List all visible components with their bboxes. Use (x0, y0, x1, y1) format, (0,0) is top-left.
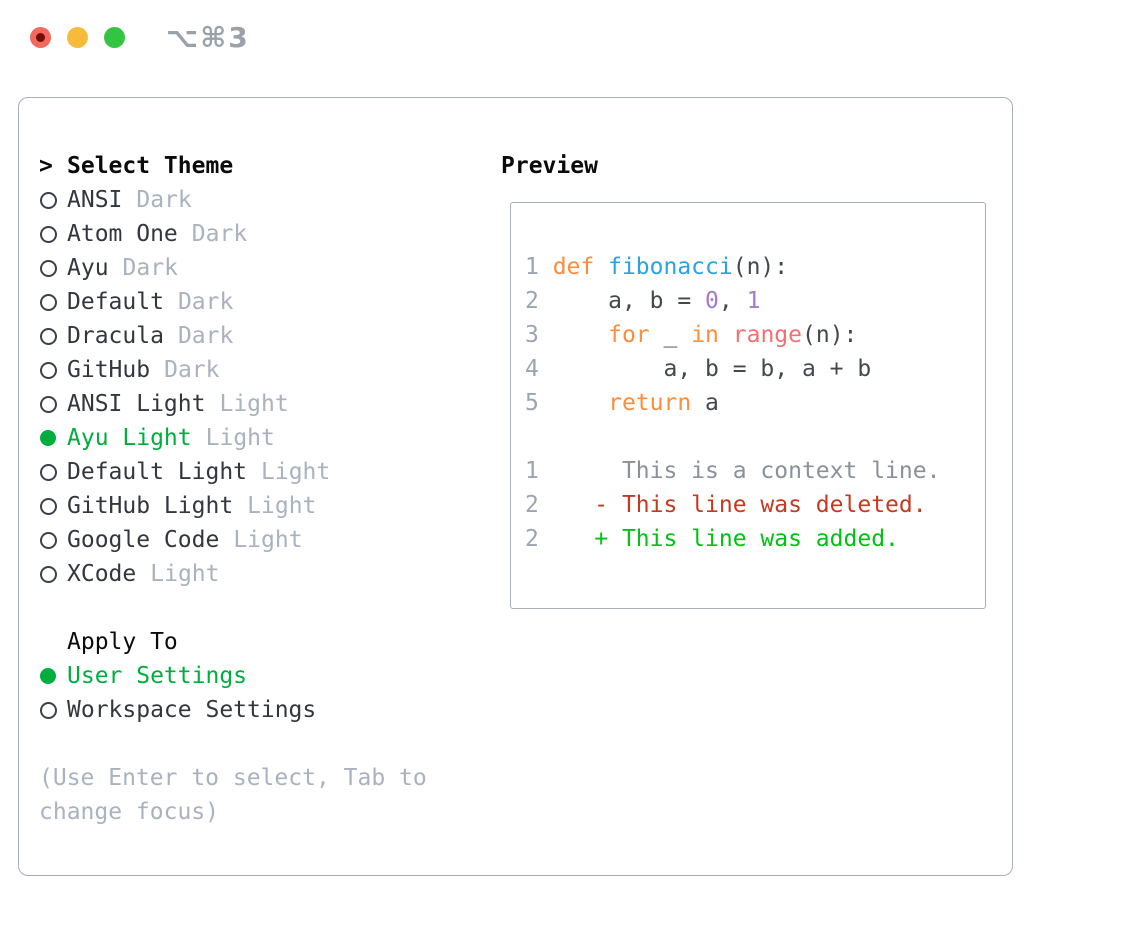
radio-icon (39, 327, 67, 345)
radio-icon (39, 497, 67, 515)
theme-option-ayu-light[interactable]: Ayu Light Light (39, 421, 459, 455)
window-controls (30, 27, 125, 48)
apply-option-workspace-settings[interactable]: Workspace Settings (39, 693, 459, 727)
select-theme-title: Select Theme (67, 153, 234, 179)
code-line: 1 def fibonacci(n): (525, 254, 789, 280)
radio-icon (39, 225, 67, 243)
line-number: 2 (525, 288, 553, 314)
cursor-arrow-icon: > (39, 153, 53, 179)
theme-variant-badge: Light (219, 391, 289, 417)
line-number: 1 (525, 458, 553, 484)
radio-icon (39, 361, 67, 379)
apply-option-label: Workspace Settings (67, 697, 317, 723)
code-preview: 1 def fibonacci(n): 2 a, b = 0, 1 3 for _ … (525, 250, 985, 420)
apply-option-user-settings[interactable]: User Settings (39, 659, 459, 693)
theme-option-google-code[interactable]: Google Code Light (39, 523, 459, 557)
code-line: 3 for _ in range(n): (525, 322, 858, 348)
theme-option-default-light[interactable]: Default Light Light (39, 455, 459, 489)
theme-option-github-light[interactable]: GitHub Light Light (39, 489, 459, 523)
preview-box: 1 def fibonacci(n): 2 a, b = 0, 1 3 for _ … (510, 202, 986, 609)
apply-to-header: Apply To (39, 625, 459, 659)
apply-option-label: User Settings (67, 663, 248, 689)
theme-option-xcode[interactable]: XCode Light (39, 557, 459, 591)
preview-header: Preview (501, 153, 598, 179)
theme-option-atom-one[interactable]: Atom One Dark (39, 217, 459, 251)
radio-icon (39, 395, 67, 413)
line-number: 1 (525, 254, 553, 280)
theme-variant-badge: Light (247, 493, 317, 519)
theme-name: Default Light (67, 459, 248, 485)
radio-icon (39, 293, 67, 311)
theme-variant-badge: Dark (191, 221, 248, 247)
theme-name: Atom One (67, 221, 178, 247)
radio-icon (39, 463, 67, 481)
diff-line: 1 This is a context line. (525, 458, 941, 484)
theme-variant-badge: Dark (177, 323, 234, 349)
theme-option-default[interactable]: Default Dark (39, 285, 459, 319)
theme-option-dracula[interactable]: Dracula Dark (39, 319, 459, 353)
line-number: 2 (525, 492, 553, 518)
theme-name: XCode (67, 561, 137, 587)
theme-variant-badge: Light (150, 561, 220, 587)
diff-line: 2 + This line was added. (525, 526, 899, 552)
theme-name: ANSI (67, 187, 123, 213)
theme-option-ayu[interactable]: Ayu Dark (39, 251, 459, 285)
spacer (525, 420, 985, 454)
zoom-button[interactable] (104, 27, 125, 48)
theme-option-github[interactable]: GitHub Dark (39, 353, 459, 387)
theme-name: ANSI Light (67, 391, 206, 417)
theme-name: GitHub Light (67, 493, 234, 519)
theme-option-ansi[interactable]: ANSI Dark (39, 183, 459, 217)
line-number: 2 (525, 526, 553, 552)
theme-variant-badge: Light (261, 459, 331, 485)
theme-name: Google Code (67, 527, 220, 553)
radio-icon (39, 565, 67, 583)
line-number: 3 (525, 322, 553, 348)
window-title: ⌥⌘3 (166, 21, 250, 54)
radio-icon (39, 191, 67, 209)
minimize-button[interactable] (67, 27, 88, 48)
radio-icon (39, 531, 67, 549)
line-number: 5 (525, 390, 553, 416)
line-number: 4 (525, 356, 553, 382)
diff-preview: 1 This is a context line. 2 - This line w… (525, 454, 985, 556)
close-button[interactable] (30, 27, 51, 48)
radio-icon (39, 701, 67, 719)
code-line: 4 a, b = b, a + b (525, 356, 872, 382)
theme-name: Dracula (67, 323, 164, 349)
theme-name: Ayu (67, 255, 109, 281)
diff-line: 2 - This line was deleted. (525, 492, 927, 518)
theme-name: GitHub (67, 357, 151, 383)
theme-name: Default (67, 289, 164, 315)
spacer (39, 591, 459, 625)
apply-to-title: Apply To (67, 629, 178, 655)
theme-variant-badge: Light (205, 425, 275, 451)
theme-variant-badge: Dark (177, 289, 234, 315)
help-hint: (Use Enter to select, Tab to change focu… (39, 765, 427, 825)
theme-variant-badge: Dark (164, 357, 220, 383)
theme-variant-badge: Dark (136, 187, 192, 213)
code-line: 2 a, b = 0, 1 (525, 288, 761, 314)
radio-selected-icon (39, 668, 67, 684)
theme-option-ansi-light[interactable]: ANSI Light Light (39, 387, 459, 421)
radio-icon (39, 259, 67, 277)
theme-variant-badge: Dark (122, 255, 178, 281)
spacer (39, 727, 459, 761)
code-line: 5 return a (525, 390, 719, 416)
theme-name: Ayu Light (67, 425, 192, 451)
select-theme-header: > Select Theme (39, 149, 459, 183)
radio-selected-icon (39, 430, 67, 446)
close-dot-icon (36, 33, 45, 42)
theme-variant-badge: Light (233, 527, 303, 553)
